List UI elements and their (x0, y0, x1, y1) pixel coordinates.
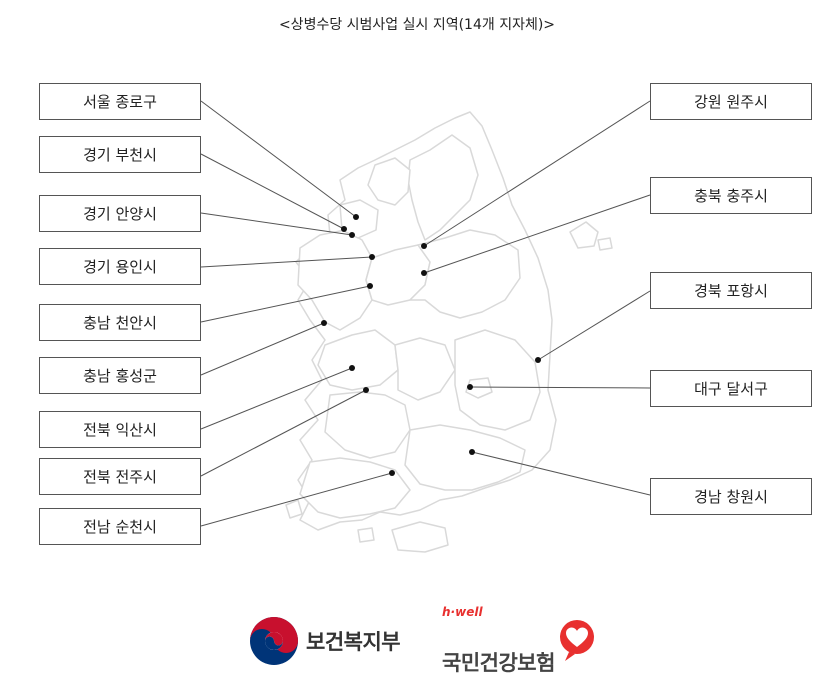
leader-line (200, 389, 367, 477)
map-outline (285, 111, 613, 553)
location-dot (341, 226, 347, 232)
region-label-gyeongbuk-pohang: 경북 포항시 (650, 272, 812, 309)
leader-line (200, 212, 353, 236)
region-label-daegu-dalseo: 대구 달서구 (650, 370, 812, 407)
location-dot (467, 384, 473, 390)
location-dot (349, 232, 355, 238)
leader-line (200, 285, 371, 323)
location-dots (321, 214, 541, 476)
leader-line (200, 256, 373, 268)
location-dot (389, 470, 395, 476)
region-label-jeonbuk-jeonju: 전북 전주시 (39, 458, 201, 495)
leader-line (200, 367, 353, 430)
leader-line (469, 386, 651, 389)
location-dot (421, 243, 427, 249)
location-dot (469, 449, 475, 455)
region-label-chungbuk-chungju: 충북 충주시 (650, 177, 812, 214)
footer-logos: 보건복지부 h·well 국민건강보험 (0, 605, 834, 675)
leader-line (423, 100, 651, 247)
region-label-chungnam-cheonan: 충남 천안시 (39, 304, 201, 341)
location-dot (349, 365, 355, 371)
region-label-gyeonggi-yongin: 경기 용인시 (39, 248, 201, 285)
region-label-jeonnam-suncheon: 전남 순천시 (39, 508, 201, 545)
location-dot (535, 357, 541, 363)
location-dot (369, 254, 375, 260)
leader-lines-left (200, 100, 393, 527)
nhis-name: 국민건강보험 (442, 651, 555, 675)
location-dot (321, 320, 327, 326)
region-label-gangwon-wonju: 강원 원주시 (650, 83, 812, 120)
nhis-slogan: h·well (442, 605, 483, 619)
leader-lines-right (423, 100, 651, 496)
leader-line (200, 100, 357, 218)
leader-line (200, 153, 345, 230)
region-label-seoul-jongno: 서울 종로구 (39, 83, 201, 120)
region-label-gyeongnam-changwon: 경남 창원시 (650, 478, 812, 515)
heart-badge-icon (559, 620, 594, 661)
leader-line (200, 322, 325, 376)
location-dot (367, 283, 373, 289)
leader-line (537, 290, 651, 361)
leader-line (471, 451, 651, 496)
location-dot (353, 214, 359, 220)
mohw-name: 보건복지부 (306, 630, 401, 654)
nhis-logo: h·well 국민건강보험 (442, 605, 597, 677)
location-dot (363, 387, 369, 393)
region-label-jeonbuk-iksan: 전북 익산시 (39, 411, 201, 448)
region-label-chungnam-hongseong: 충남 홍성군 (39, 357, 201, 394)
location-dot (421, 270, 427, 276)
taegeuk-emblem-icon (250, 617, 298, 665)
leader-line (423, 194, 651, 274)
diagram-title: <상병수당 시범사업 실시 지역(14개 지자체)> (278, 17, 556, 33)
leader-line (200, 472, 393, 527)
mohw-logo: 보건복지부 (248, 615, 401, 667)
region-label-gyeonggi-bucheon: 경기 부천시 (39, 136, 201, 173)
region-label-gyeonggi-anyang: 경기 안양시 (39, 195, 201, 232)
